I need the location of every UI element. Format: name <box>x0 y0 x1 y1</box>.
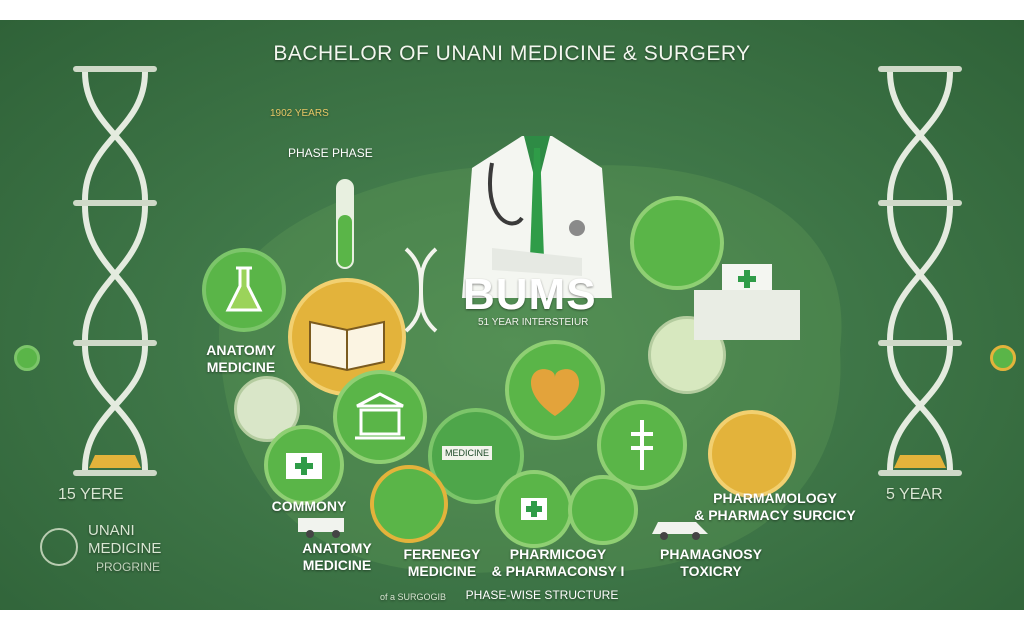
right-hourglass-icon <box>878 66 962 476</box>
plus-circle-a <box>495 470 573 548</box>
label-pharmamology: PHARMAMOLOGY& PHARMACY SURCICY <box>694 490 856 523</box>
left-years-label: 15 YERE <box>58 486 124 503</box>
label-commony: COMMONY <box>271 498 347 514</box>
van-icon <box>298 518 344 538</box>
program-line-1: UNANI <box>88 522 135 539</box>
program-line-2: MEDICINE <box>88 540 162 557</box>
plus-circle-c <box>370 465 448 543</box>
medicine-sign: MEDICINE <box>442 446 493 460</box>
car-icon <box>652 522 708 540</box>
dna-icon <box>404 247 438 333</box>
program-line-3: PROGRINE <box>96 560 161 574</box>
test-tube-icon <box>336 179 354 269</box>
plus-circle-b <box>568 475 638 545</box>
left-node-icon <box>14 345 40 371</box>
duration-subtitle: 1902 YEARS <box>270 108 329 119</box>
leaf-cross-circle <box>630 196 724 290</box>
label-surgical: of a SURGOGIB <box>380 592 447 602</box>
label-pharmicogy: PHARMICOGY& PHARMACONSY I <box>491 546 625 579</box>
herbs-circle <box>648 316 726 394</box>
page-title: BACHELOR OF UNANI MEDICINE & SURGERY <box>273 42 751 65</box>
center-caption: 51 YEAR INTERSTEIUR <box>478 317 589 328</box>
institution-circle <box>333 370 427 464</box>
bums-badge: BUMS <box>463 270 597 319</box>
hexagram-circle <box>708 410 796 498</box>
firstaid-circle <box>264 425 344 505</box>
leaf-logo-icon <box>40 528 78 566</box>
label-phase-wise: PHASE-WISE STRUCTURE <box>465 588 619 602</box>
infographic-canvas: BACHELOR OF UNANI MEDICINE & SURGERY 190… <box>0 20 1024 610</box>
right-years-label: 5 YEAR <box>886 486 943 503</box>
doctor-icon <box>462 136 612 298</box>
phase-label: PHASE PHASE <box>288 146 373 160</box>
right-node-icon <box>990 345 1016 371</box>
hospital-icon <box>694 264 800 340</box>
left-hourglass-icon <box>73 66 157 476</box>
caduceus-circle <box>597 400 687 490</box>
heart-circle <box>505 340 605 440</box>
flask-circle <box>202 248 286 332</box>
